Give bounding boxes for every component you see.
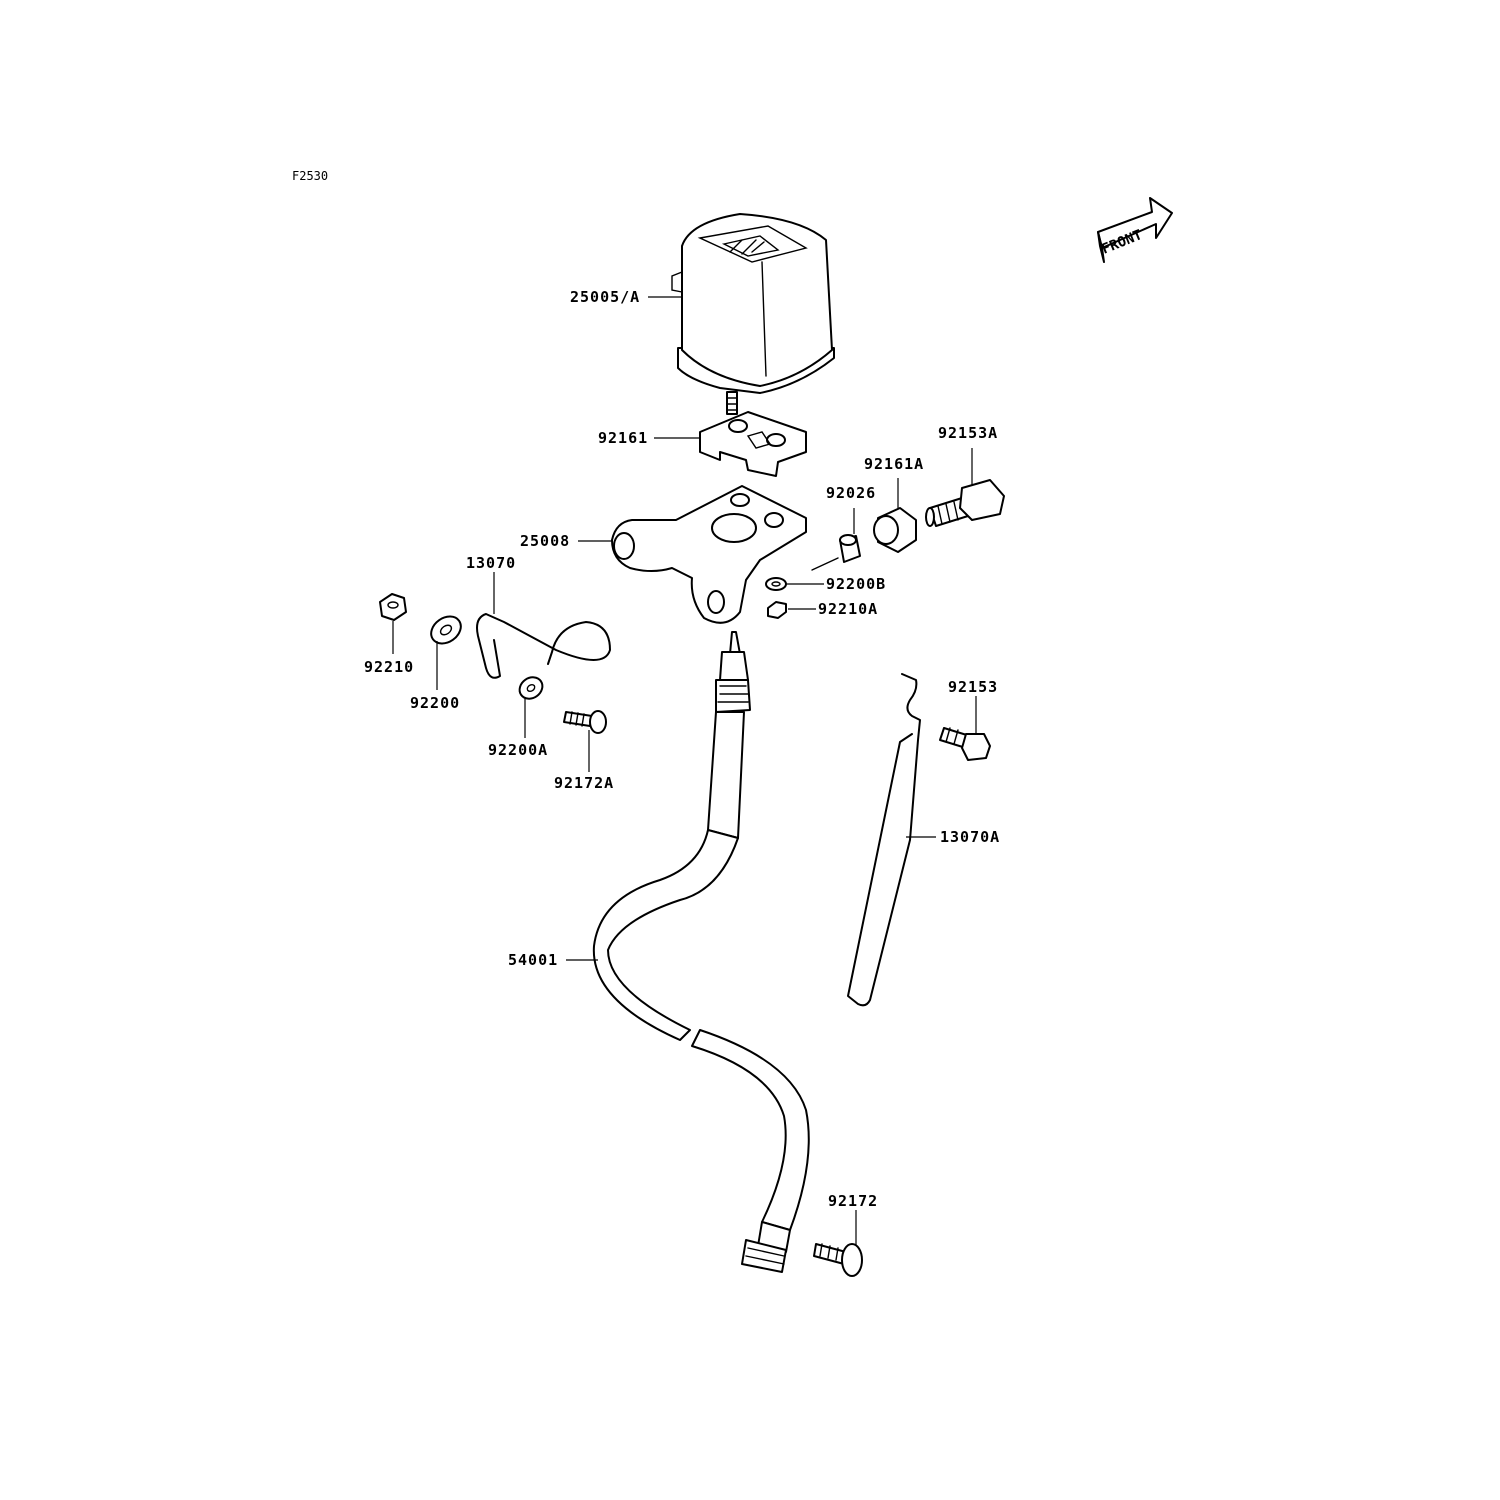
bracket-part xyxy=(611,485,807,624)
label-92161a: 92161A xyxy=(864,455,924,473)
label-92026: 92026 xyxy=(826,484,876,502)
wire-13070a-part xyxy=(847,673,921,1007)
wire-clip-13070-part xyxy=(476,613,611,679)
label-92153a: 92153A xyxy=(938,424,998,442)
label-25008: 25008 xyxy=(520,532,570,550)
washer-92200b-part xyxy=(765,577,787,591)
figure-id: F2530 xyxy=(292,169,328,183)
rubber-block-part xyxy=(699,411,807,477)
label-13070: 13070 xyxy=(466,554,516,572)
label-92172a: 92172A xyxy=(554,774,614,792)
nut-92210-part xyxy=(379,593,407,621)
washer-92200a-part xyxy=(518,676,544,700)
label-92210a: 92210A xyxy=(818,600,878,618)
label-25005a: 25005/A xyxy=(570,288,640,306)
collar-part xyxy=(811,534,861,571)
label-13070a: 13070A xyxy=(940,828,1000,846)
speedometer-cable-part xyxy=(592,631,810,1273)
meter-housing-part xyxy=(671,213,835,415)
label-92200b: 92200B xyxy=(826,575,886,593)
front-arrow-icon: FRONT xyxy=(1097,197,1173,263)
leader-lines xyxy=(392,296,977,1246)
label-92161: 92161 xyxy=(598,429,648,447)
nut-92210a-part xyxy=(767,601,787,619)
grommet-part xyxy=(873,507,917,553)
label-92172: 92172 xyxy=(828,1192,878,1210)
label-92153: 92153 xyxy=(948,678,998,696)
bolt-92153a-part xyxy=(925,479,1005,527)
label-54001: 54001 xyxy=(508,951,558,969)
washer-92200-part xyxy=(430,615,462,645)
screw-92172a-part xyxy=(563,710,607,734)
screw-92172-part xyxy=(813,1243,863,1277)
label-92200: 92200 xyxy=(410,694,460,712)
label-92210: 92210 xyxy=(364,658,414,676)
bolt-92153-part xyxy=(939,727,991,761)
label-92200a: 92200A xyxy=(488,741,548,759)
